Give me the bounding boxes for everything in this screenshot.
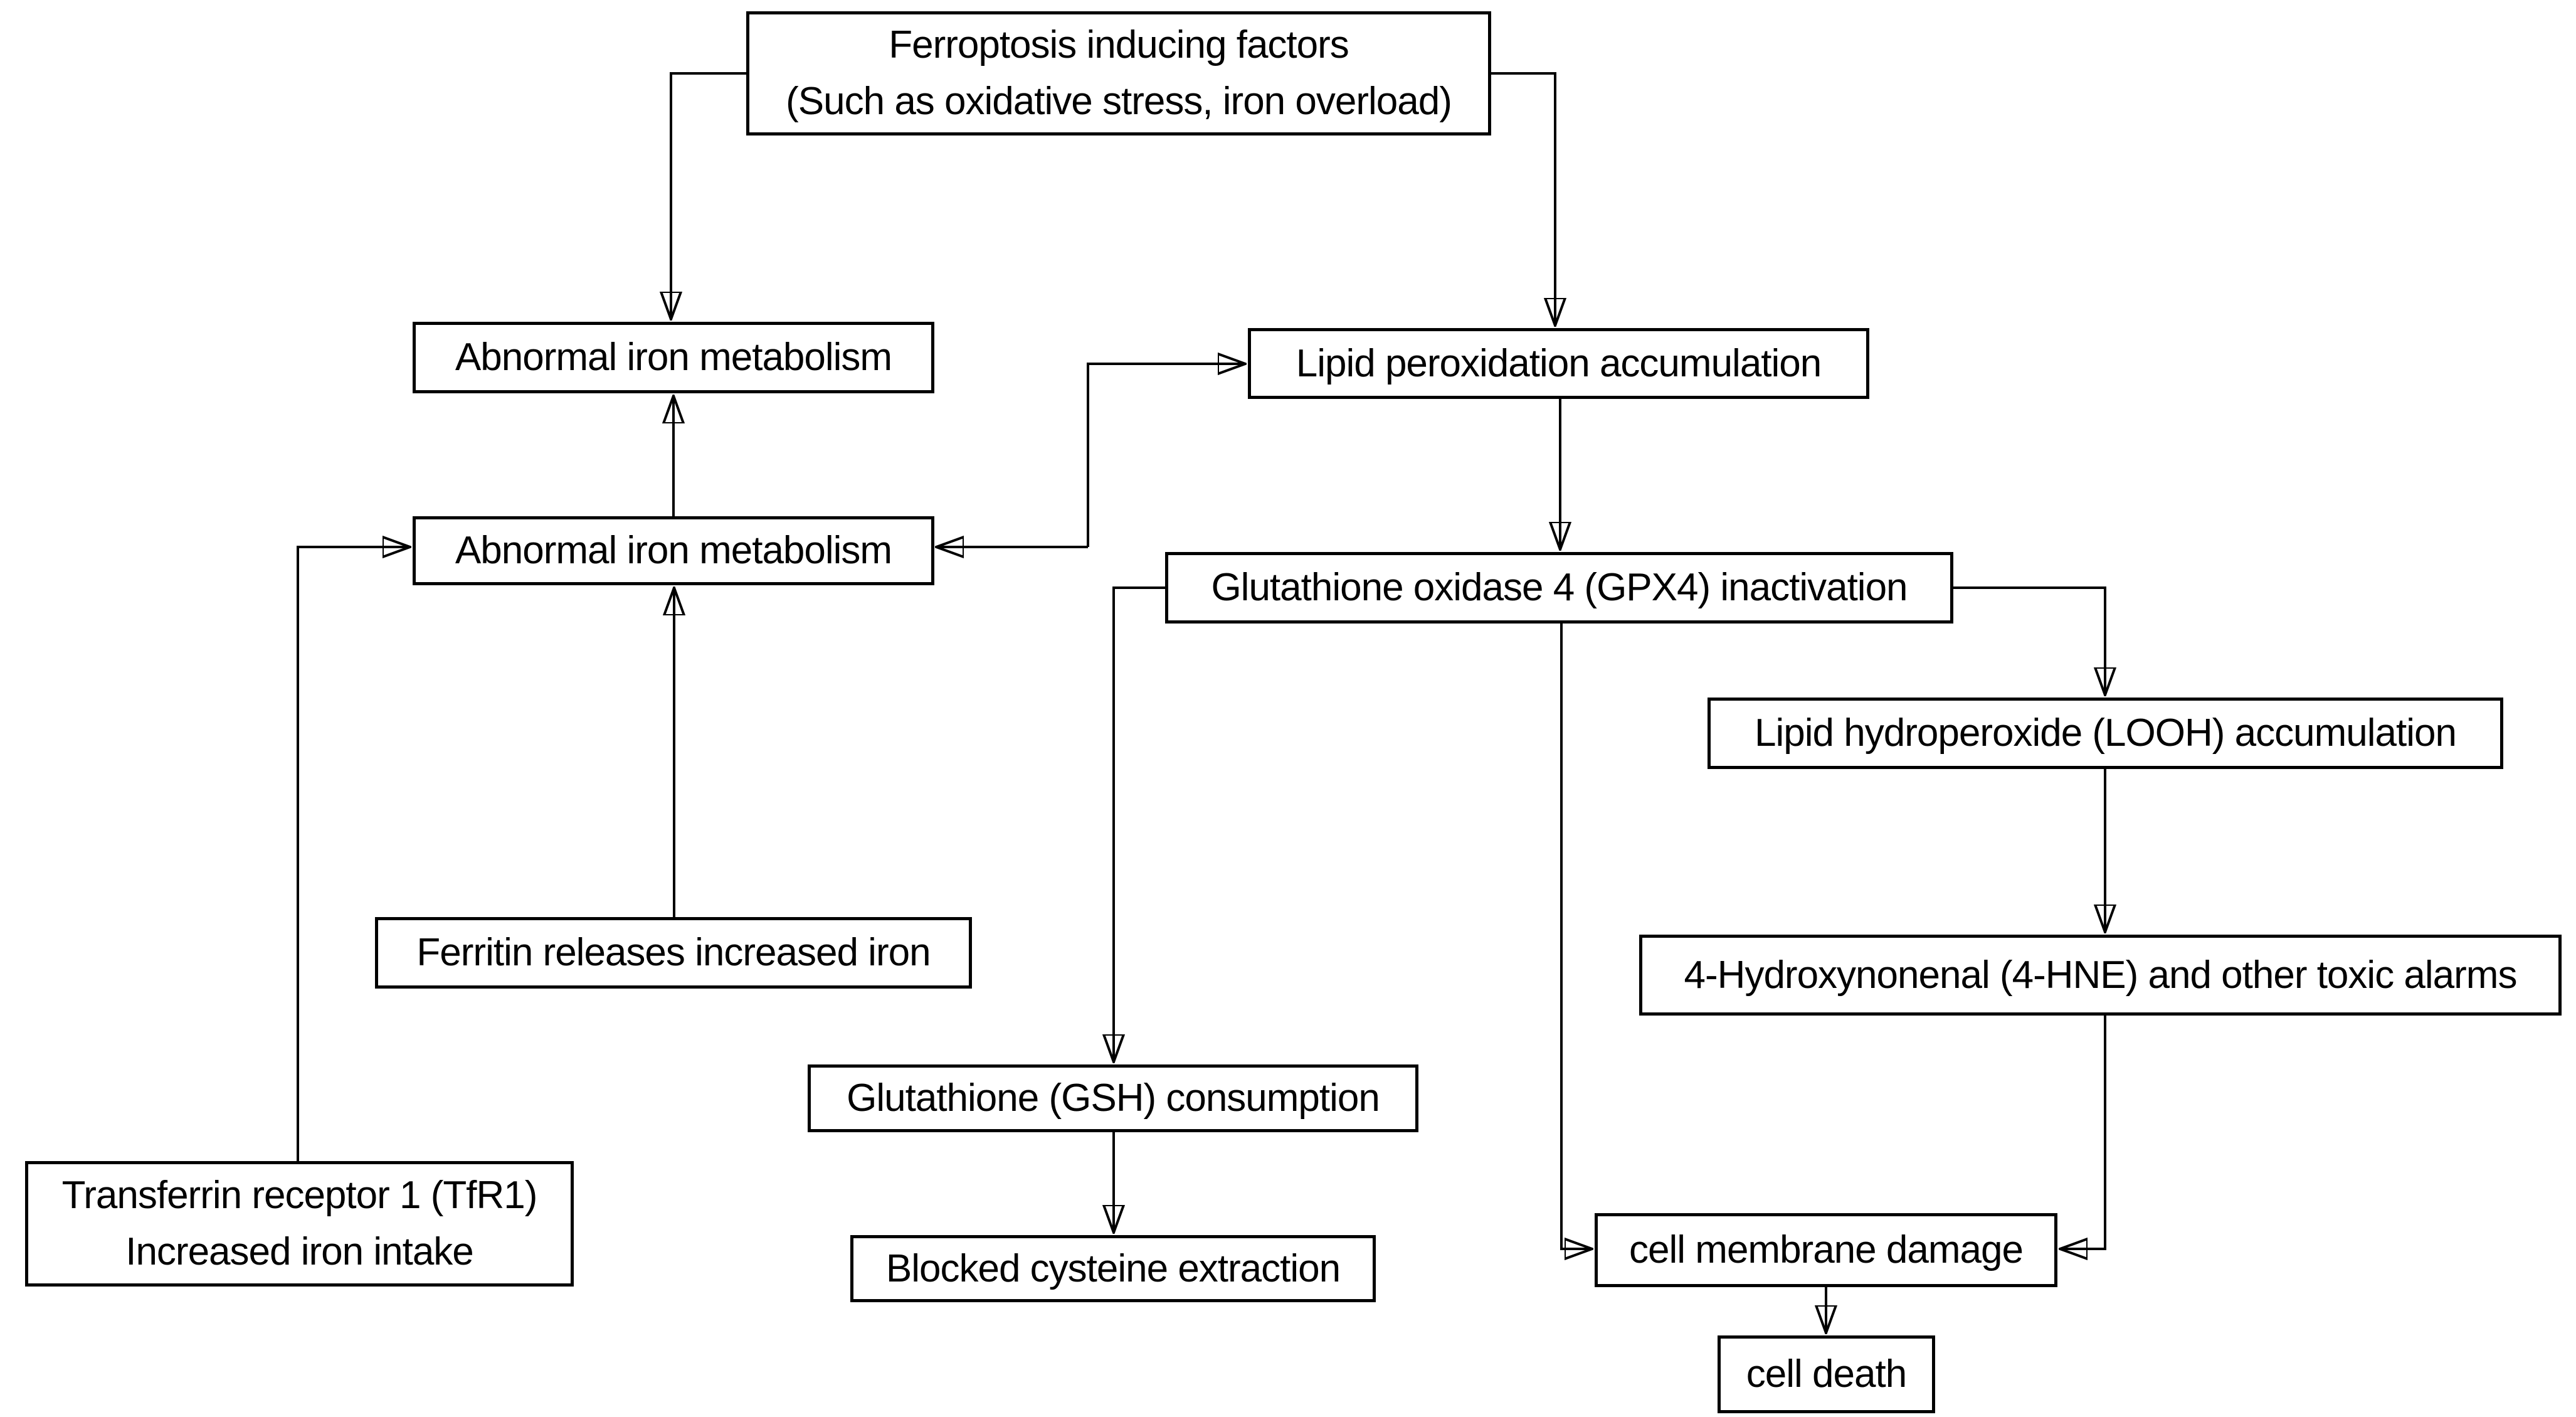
node-4hne-toxic-alarms: 4-Hydroxynonenal (4-HNE) and other toxic… [1639, 935, 2562, 1016]
node-cell-death: cell death [1718, 1335, 1935, 1413]
node-label: Ferritin releases increased iron [416, 931, 931, 974]
node-label: Lipid hydroperoxide (LOOH) accumulation [1755, 711, 2457, 755]
node-lipid-peroxidation-accumulation: Lipid peroxidation accumulation [1248, 328, 1869, 399]
edge-gpx4-to-looh [1953, 586, 2105, 695]
node-label: Glutathione (GSH) consumption [847, 1076, 1380, 1120]
node-label: 4-Hydroxynonenal (4-HNE) and other toxic… [1684, 953, 2518, 997]
edge-gpx4-to-gsh-consumption [1114, 586, 1165, 1062]
node-label-line1: Ferroptosis inducing factors [889, 23, 1349, 66]
edge-hne-to-cell-membrane-damage [2060, 1016, 2106, 1249]
node-tfr1-increased-iron-intake: Transferrin receptor 1 (TfR1) Increased … [25, 1161, 574, 1287]
node-label: cell death [1746, 1352, 1907, 1396]
node-abnormal-iron-metabolism-mid: Abnormal iron metabolism [413, 516, 934, 585]
node-gsh-consumption: Glutathione (GSH) consumption [808, 1064, 1418, 1132]
edge-gpx4-to-cell-membrane-damage [1560, 624, 1592, 1249]
node-label-line2: Increased iron intake [125, 1230, 474, 1273]
edge-factors-to-abnormal-iron-top [671, 72, 746, 319]
node-abnormal-iron-metabolism-top: Abnormal iron metabolism [413, 322, 934, 393]
node-blocked-cysteine-extraction: Blocked cysteine extraction [850, 1235, 1376, 1302]
node-label: Abnormal iron metabolism [455, 529, 892, 572]
node-label: Abnormal iron metabolism [455, 336, 892, 379]
edge-factors-to-lipid-peroxidation [1491, 72, 1555, 326]
node-cell-membrane-damage: cell membrane damage [1595, 1213, 2057, 1287]
node-label-line2: (Such as oxidative stress, iron overload… [786, 80, 1452, 123]
node-label: Glutathione oxidase 4 (GPX4) inactivatio… [1211, 566, 1908, 609]
node-looh-accumulation: Lipid hydroperoxide (LOOH) accumulation [1708, 698, 2503, 769]
node-ferroptosis-inducing-factors: Ferroptosis inducing factors (Such as ox… [746, 11, 1491, 135]
node-label: cell membrane damage [1629, 1228, 2024, 1271]
edge-elbow-to-lipid-peroxidation [1087, 364, 1245, 547]
node-label-line1: Transferrin receptor 1 (TfR1) [61, 1174, 538, 1217]
node-ferritin-releases-increased-iron: Ferritin releases increased iron [375, 917, 972, 989]
node-gpx4-inactivation: Glutathione oxidase 4 (GPX4) inactivatio… [1165, 552, 1953, 624]
edge-tfr1-to-abnormal-iron-mid [297, 547, 410, 1161]
node-label: Lipid peroxidation accumulation [1296, 341, 1822, 385]
node-label: Blocked cysteine extraction [885, 1246, 1341, 1290]
